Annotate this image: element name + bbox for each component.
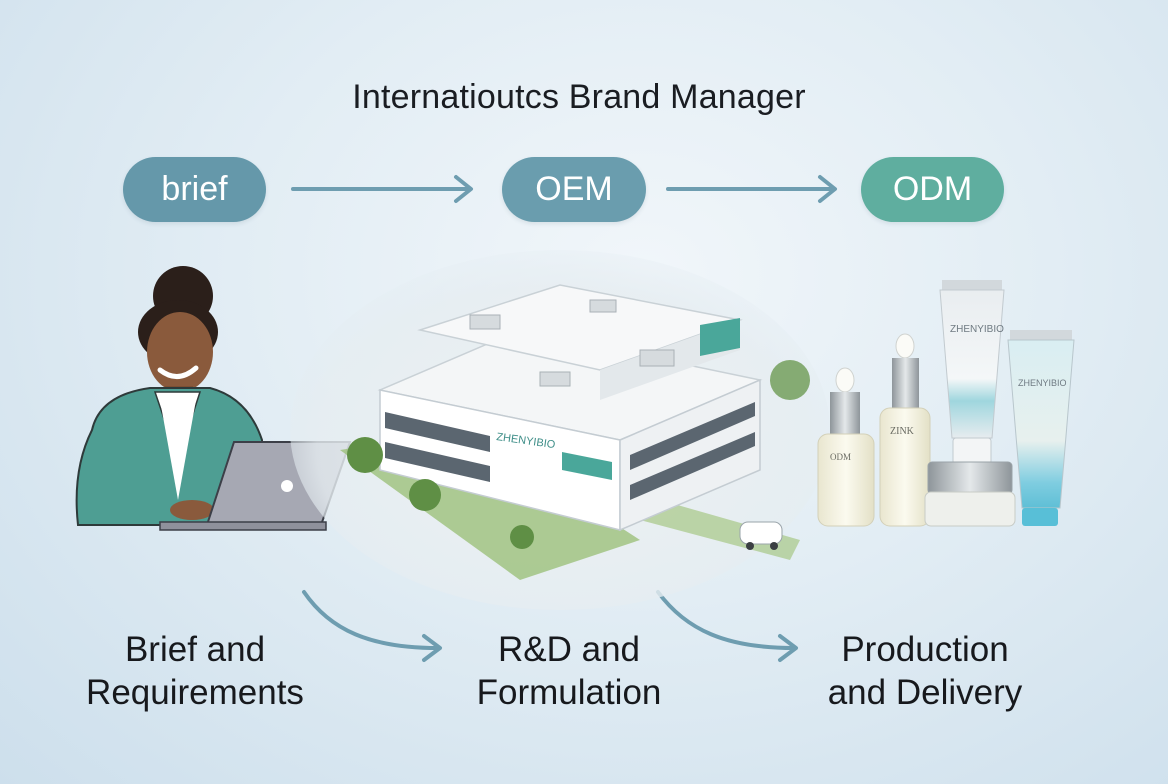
stage-rnd-line-1: R&D and (497, 630, 641, 669)
oem-pill: OEM (502, 157, 646, 222)
arrow-rnd-to-production-head (778, 634, 798, 662)
stage-rnd-line-2: Formulation (476, 673, 662, 712)
stage-brief-line-1: Brief and (124, 630, 266, 669)
stage-production-line-2: and Delivery (827, 673, 1023, 712)
stage-brief-line-2: Requirements (86, 673, 304, 712)
dropper-tall-label: ZINK (890, 426, 915, 437)
arrow-brief-to-rnd-head (422, 634, 442, 662)
stage-production-line-1: Production (841, 630, 1009, 669)
tube-large-label: ZHENYIBIO (950, 324, 1004, 335)
oem-pill-label: OEM (535, 170, 613, 208)
odm-pill: ODM (861, 157, 1004, 222)
brief-pill-label: brief (161, 170, 228, 208)
brief-pill: brief (123, 157, 266, 222)
tube-small-label: ZHENYIBIO (1018, 378, 1067, 388)
arrow-brief-to-rnd (302, 590, 440, 650)
odm-pill-label: ODM (892, 170, 973, 208)
stage-brief-requirements: Brief and Requirements (40, 628, 350, 714)
stage-rnd-formulation: R&D and Formulation (414, 628, 724, 714)
arrow-brief-to-oem-head (454, 175, 473, 203)
arrow-rnd-to-production (656, 590, 796, 650)
page-title: Internatioutcs Brand Manager (352, 78, 806, 116)
arrow-oem-to-odm-head (818, 175, 837, 203)
stage-production-delivery: Production and Delivery (770, 628, 1080, 714)
dropper-small-label: ODM (830, 452, 851, 462)
